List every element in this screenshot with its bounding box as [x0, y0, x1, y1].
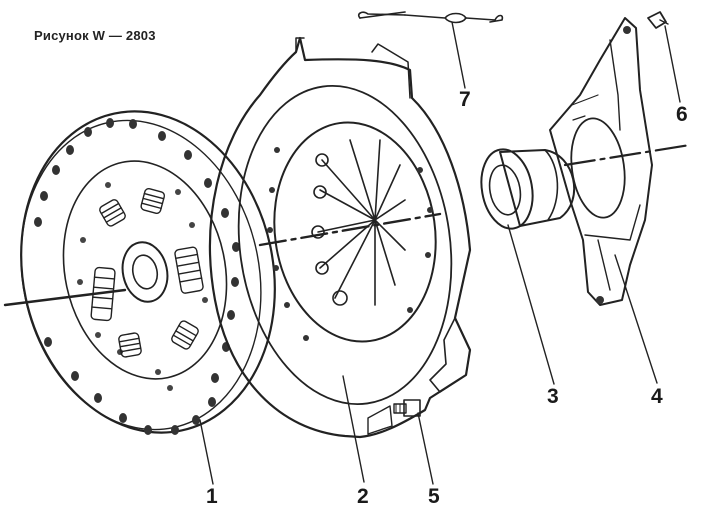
release-bearing: [480, 148, 576, 230]
stud-bolt: [393, 399, 421, 417]
callout-3: 3: [547, 385, 559, 408]
figure-title: Рисунок W — 2803: [34, 28, 156, 43]
callout-5: 5: [428, 485, 440, 508]
damper-springs: [90, 187, 204, 358]
diaphragm-finger-holes: [311, 153, 348, 306]
disc-rivet-holes: [34, 118, 240, 435]
callout-2: 2: [357, 485, 369, 508]
retaining-spring-clip: [357, 11, 504, 24]
clutch-disc: [20, 110, 276, 435]
pressure-plate: [208, 36, 472, 439]
diaphragm-spring-fingers: [317, 139, 406, 306]
release-fork: [549, 17, 653, 306]
callout-4: 4: [651, 385, 663, 408]
callout-6: 6: [676, 103, 688, 126]
disc-inner-holes: [77, 182, 208, 391]
callout-1: 1: [206, 485, 218, 508]
central-axis-line: [3, 143, 692, 307]
leader-lines: [199, 21, 681, 485]
pivot-pin: [647, 11, 669, 29]
pressure-plate-holes: [267, 147, 433, 341]
callout-7: 7: [459, 88, 471, 111]
